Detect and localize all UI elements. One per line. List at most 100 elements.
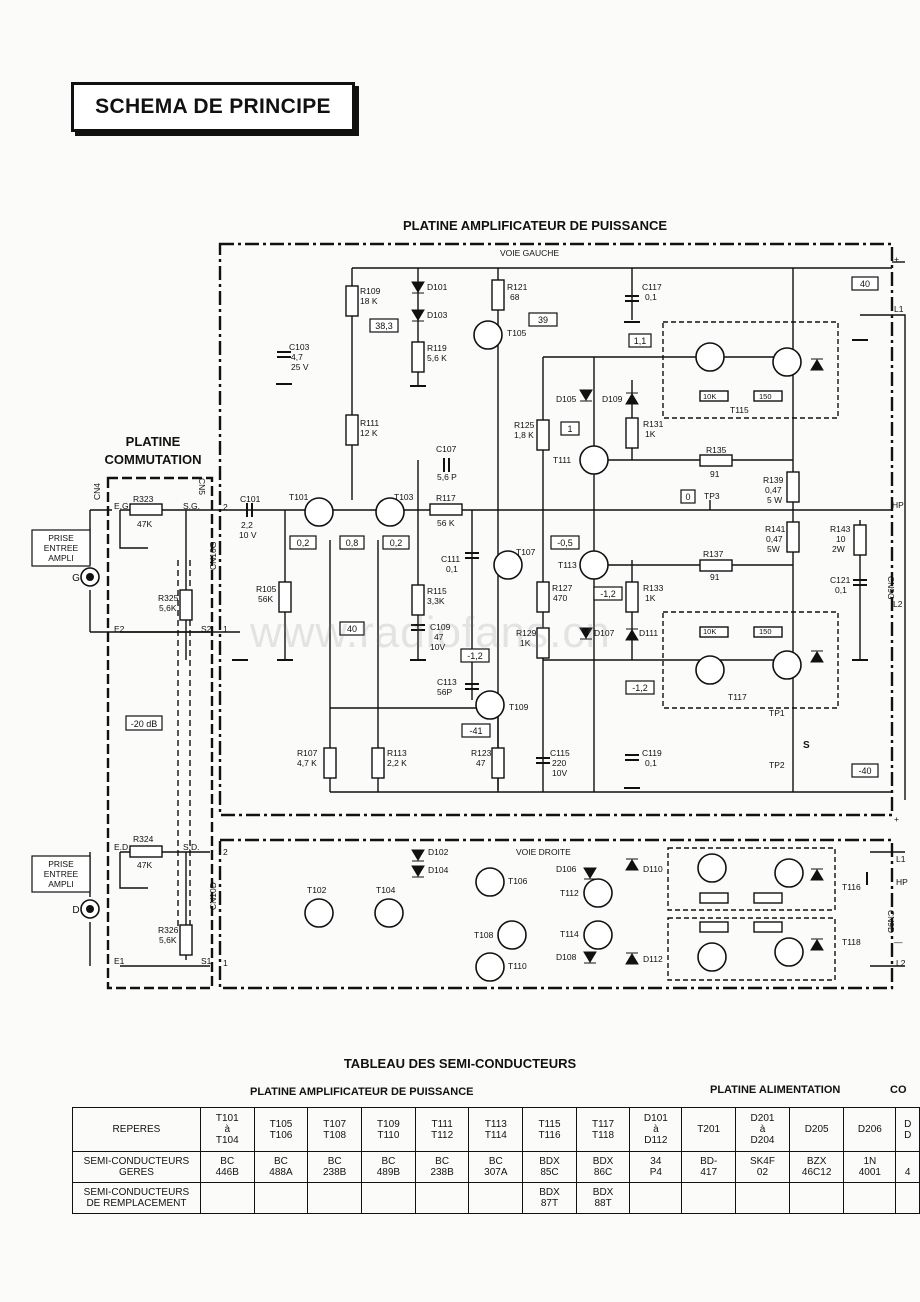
input-right-letter: D [72, 905, 79, 916]
table-cell: 4 [895, 1151, 920, 1183]
label-d105: D105 [556, 394, 577, 404]
label-c109-voltage: 10V [430, 642, 445, 652]
table-cell: BC 238B [414, 1151, 470, 1183]
label-t106: T106 [508, 876, 528, 886]
label-r113-value: 2,2 K [387, 758, 407, 768]
table-cell: BC 238B [307, 1151, 363, 1183]
table-cell: T101 à T104 [199, 1107, 255, 1152]
label-e1: E1 [114, 956, 125, 966]
label-t101: T101 [289, 492, 309, 502]
label-r139-power: 5 W [767, 495, 782, 505]
circuit-schematic: R109 18 K D101 D103 R121 68 C117 0,1 C10… [31, 218, 908, 990]
table-cell [788, 1182, 845, 1214]
label-r107-value: 4,7 K [297, 758, 317, 768]
right-channel-title: VOIE DROITE [516, 847, 571, 857]
label-e2: E2 [114, 624, 125, 634]
voltage-0-8: 0,8 [346, 538, 359, 548]
input-left-line2: ENTREE [44, 543, 79, 553]
label-pin-2: 2 [223, 502, 228, 512]
label-pin-1: 1 [223, 624, 228, 634]
table-cell [468, 1182, 524, 1214]
label-l2: L2 [893, 599, 903, 609]
label-minus-right: — [894, 937, 903, 947]
label-c103-voltage: 25 V [291, 362, 309, 372]
label-r324-value: 47K [137, 860, 152, 870]
label-150-bottom: 150 [759, 627, 772, 636]
table-cell: D D [895, 1107, 920, 1152]
label-r325: R325 [158, 593, 179, 603]
input-left-line3: AMPLI [48, 553, 74, 563]
table-row-header: SEMI-CONDUCTEURS DE REMPLACEMENT [72, 1182, 201, 1214]
label-tp1: TP1 [769, 708, 785, 718]
label-d109: D109 [602, 394, 623, 404]
label-r135: R135 [706, 445, 727, 455]
table-cell: 1N 4001 [843, 1151, 897, 1183]
label-plus: + [894, 254, 899, 264]
input-right-line2: ENTREE [44, 869, 79, 879]
table-cell [895, 1182, 920, 1214]
label-r139-value: 0,47 [765, 485, 782, 495]
voltage-minus-0-5: -0,5 [557, 538, 573, 548]
label-r143-value: 10 [836, 534, 846, 544]
label-t102: T102 [307, 885, 327, 895]
label-t108: T108 [474, 930, 494, 940]
label-r143-power: 2W [832, 544, 845, 554]
label-l1: L1 [894, 304, 904, 314]
label-c115: C115 [550, 748, 570, 758]
label-tp3: TP3 [704, 491, 720, 501]
label-d107: D107 [594, 628, 615, 638]
label-r113: R113 [387, 748, 407, 758]
page-title: SCHEMA DE PRINCIPE [71, 82, 355, 132]
label-c119-value: 0,1 [645, 758, 657, 768]
label-t116: T116 [842, 882, 861, 892]
label-r121-value: 68 [510, 292, 520, 302]
label-r123-value: 47 [476, 758, 486, 768]
label-r129-value: 1K [520, 638, 531, 648]
label-c117: C117 [642, 282, 662, 292]
label-ed: E.D. [114, 842, 131, 852]
label-t115: T115 [730, 405, 749, 415]
label-l1-right: L1 [896, 854, 906, 864]
table-cell: T201 [681, 1107, 737, 1152]
label-r115-value: 3,3K [427, 596, 445, 606]
label-r323-value: 47K [137, 519, 152, 529]
label-r141-power: 5W [767, 544, 780, 554]
table-row-header: SEMI-CONDUCTEURS GERES [72, 1151, 201, 1183]
label-d102: D102 [428, 847, 449, 857]
label-r109: R109 [360, 286, 381, 296]
table-title: TABLEAU DES SEMI-CONDUCTEURS [343, 1056, 577, 1071]
label-d106: D106 [556, 864, 577, 874]
table-cell [199, 1182, 255, 1214]
label-r325-value: 5,6K [159, 603, 177, 613]
table-cell [843, 1182, 897, 1214]
label-d110: D110 [643, 864, 663, 874]
table-cell [253, 1182, 309, 1214]
table-cell: T115 T116 [522, 1107, 577, 1152]
label-sd: S.D. [183, 842, 200, 852]
amp-board-title: PLATINE AMPLIFICATEUR DE PUISSANCE [403, 218, 667, 233]
label-plus-right: + [894, 814, 899, 824]
label-10k-bottom: 10K [703, 627, 716, 636]
label-cn9g: CN9G [886, 576, 896, 600]
table-cell: SK4F 02 [735, 1151, 790, 1183]
label-hp-right: HP [896, 877, 908, 887]
label-r141: R141 [765, 524, 786, 534]
table-cell: T113 T114 [468, 1107, 524, 1152]
label-r135-value: 91 [710, 469, 720, 479]
left-channel-title: VOIE GAUCHE [500, 248, 559, 258]
label-r119-value: 5,6 K [427, 353, 447, 363]
label-t104: T104 [376, 885, 396, 895]
table-group-cut: CO [890, 1084, 907, 1096]
voltage-minus-1-2-b: -1,2 [467, 651, 483, 661]
label-l2-right: L2 [896, 958, 906, 968]
label-r143: R143 [830, 524, 851, 534]
label-t103: T103 [394, 492, 414, 502]
label-t109: T109 [509, 702, 529, 712]
table-cell: BZX 46C12 [788, 1151, 845, 1183]
label-r137-value: 91 [710, 572, 720, 582]
label-switch-s: S [803, 740, 810, 751]
table-cell: T107 T108 [307, 1107, 363, 1152]
label-cn10g: CN10G [208, 542, 218, 570]
